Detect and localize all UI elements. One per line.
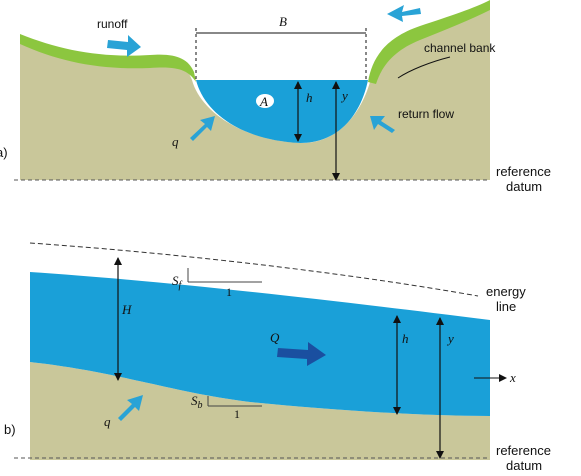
reference-label-a-2: datum <box>506 179 542 194</box>
sf-run-label: 1 <box>226 285 232 299</box>
grass-right-bank <box>368 0 490 84</box>
panel-b-tag: b) <box>4 422 16 437</box>
energy-line-label-2: line <box>496 299 516 314</box>
sf-subscript: f <box>179 280 183 291</box>
panel-a-tag: a) <box>0 145 8 160</box>
reference-label-a-1: reference <box>496 164 551 179</box>
depth-h-label-b: h <box>402 331 409 346</box>
energy-line <box>29 242 479 297</box>
total-head-label: H <box>121 302 132 317</box>
lateral-inflow-q-arrow-b <box>118 395 143 421</box>
width-label: B <box>279 14 287 29</box>
stage-y-label: y <box>340 88 348 103</box>
channel-bank-label: channel bank <box>424 41 496 55</box>
discharge-arrow <box>277 342 326 366</box>
sb-run-label: 1 <box>234 407 240 421</box>
sb-label: Sb <box>191 393 203 411</box>
lateral-inflow-q-arrow <box>190 116 215 141</box>
panel-b: energy line Sf 1 H Q h y x Sb 1 q refere… <box>4 242 551 473</box>
return-flow-label: return flow <box>398 107 454 121</box>
channel-water <box>196 80 368 143</box>
soil-cross-section <box>20 5 490 180</box>
x-axis-label: x <box>509 370 516 385</box>
area-label: A <box>259 94 268 109</box>
discharge-label: Q <box>270 330 280 345</box>
sb-symbol: S <box>191 393 198 408</box>
runoff-arrow <box>107 35 141 57</box>
lateral-inflow-q-label-b: q <box>104 414 111 429</box>
area-marker <box>256 94 274 108</box>
stage-y-label-b: y <box>446 331 454 346</box>
reference-label-b-2: datum <box>506 458 542 473</box>
bed-soil <box>30 362 490 460</box>
lateral-inflow-q-label: q <box>172 134 179 149</box>
bank-inflow-arrow <box>387 5 421 22</box>
channel-water-longitudinal <box>30 272 490 416</box>
sf-label: Sf <box>172 273 183 291</box>
sf-symbol: S <box>172 273 179 288</box>
channel-bank-leader <box>397 56 451 79</box>
reference-label-b-1: reference <box>496 443 551 458</box>
grass-left-bank <box>20 34 196 82</box>
energy-line-label-1: energy <box>486 284 526 299</box>
depth-h-label: h <box>306 90 313 105</box>
sb-subscript: b <box>198 400 203 411</box>
panel-a: B A h y runoff channel bank q return flo… <box>0 0 551 194</box>
runoff-label: runoff <box>97 17 128 31</box>
return-flow-arrow <box>370 116 395 133</box>
